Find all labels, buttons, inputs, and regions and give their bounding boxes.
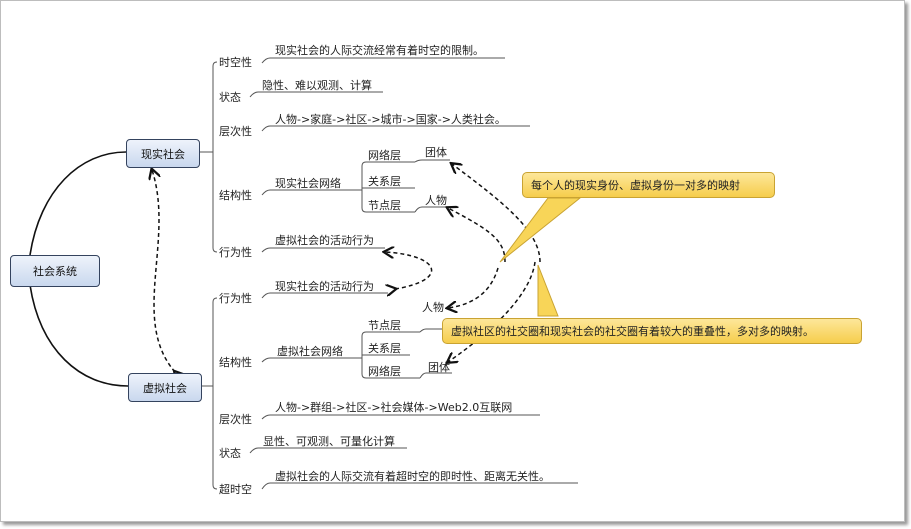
branch-real (29, 151, 127, 256)
virtual-prop-behavior[interactable]: 行为性 (219, 292, 252, 305)
callout-text: 虚拟社区的社交圈和现实社会的社交圈有着较大的重叠性，多对多的映射。 (451, 325, 814, 338)
virtual-prop-spacetime[interactable]: 超时空 (219, 483, 252, 496)
callout-overlap-mapping[interactable]: 虚拟社区的社交圈和现实社会的社交圈有着较大的重叠性，多对多的映射。 (442, 318, 862, 344)
virtual-prop-state[interactable]: 状态 (219, 447, 241, 460)
root-label: 社会系统 (33, 265, 77, 278)
virtual-network[interactable]: 虚拟社会网络 (277, 345, 343, 358)
real-society-node[interactable]: 现实社会 (126, 139, 200, 168)
real-network[interactable]: 现实社会网络 (275, 177, 341, 190)
real-layer-network[interactable]: 网络层 (368, 149, 401, 162)
real-prop-spacetime[interactable]: 时空性 (219, 56, 252, 69)
callout-text: 每个人的现实身份、虚拟身份一对多的映射 (531, 179, 740, 192)
real-prop-structure[interactable]: 结构性 (219, 189, 252, 202)
virtual-group[interactable]: 团体 (428, 361, 450, 374)
callout-pointer-2 (537, 264, 559, 317)
virtual-state-text[interactable]: 显性、可观测、可量化计算 (263, 435, 395, 448)
virtual-prop-hierarchy[interactable]: 层次性 (219, 413, 252, 426)
root-node[interactable]: 社会系统 (10, 255, 100, 287)
virtual-society-label: 虚拟社会 (143, 381, 187, 395)
virtual-hierarchy-text[interactable]: 人物->群组->社区->社会媒体->Web2.0互联网 (275, 401, 513, 414)
virtual-layer-network[interactable]: 网络层 (368, 365, 401, 378)
virtual-person[interactable]: 人物 (422, 301, 444, 314)
real-layer-relation[interactable]: 关系层 (368, 175, 401, 188)
virtual-spacetime-text[interactable]: 虚拟社会的人际交流有着超时空的即时性、距离无关性。 (275, 470, 550, 483)
real-prop-state[interactable]: 状态 (219, 91, 241, 104)
real-hierarchy-text[interactable]: 人物->家庭->社区->城市->国家->人类社会。 (275, 113, 506, 126)
branch-virtual (29, 284, 129, 387)
virtual-behavior-text[interactable]: 现实社会的活动行为 (275, 280, 374, 293)
callout-identity-mapping[interactable]: 每个人的现实身份、虚拟身份一对多的映射 (522, 172, 775, 198)
virtual-society-node[interactable]: 虚拟社会 (128, 373, 202, 402)
real-prop-hierarchy[interactable]: 层次性 (219, 125, 252, 138)
real-state-text[interactable]: 隐性、难以观测、计算 (262, 79, 372, 92)
real-group[interactable]: 团体 (425, 146, 447, 159)
virtual-layer-relation[interactable]: 关系层 (368, 342, 401, 355)
callout-pointer-1 (499, 197, 582, 263)
real-behavior-text[interactable]: 虚拟社会的活动行为 (275, 234, 374, 247)
real-layer-node[interactable]: 节点层 (368, 199, 401, 212)
real-spacetime-text[interactable]: 现实社会的人际交流经常有着时空的限制。 (275, 44, 484, 57)
real-person[interactable]: 人物 (425, 194, 447, 207)
virtual-layer-node[interactable]: 节点层 (368, 319, 401, 332)
real-society-label: 现实社会 (141, 147, 185, 161)
virtual-prop-structure[interactable]: 结构性 (219, 356, 252, 369)
real-prop-behavior[interactable]: 行为性 (219, 246, 252, 259)
